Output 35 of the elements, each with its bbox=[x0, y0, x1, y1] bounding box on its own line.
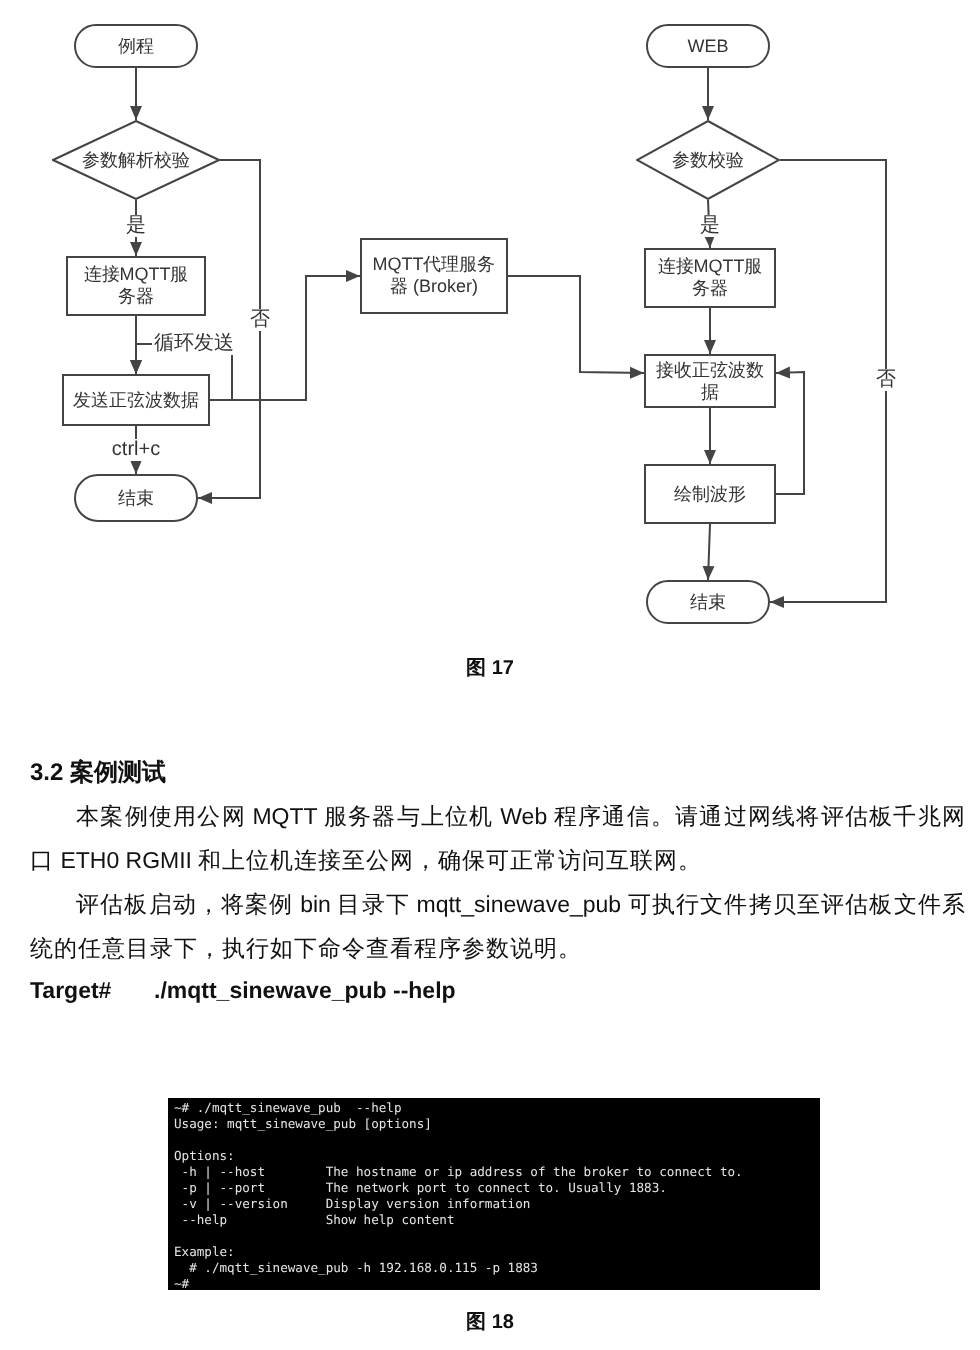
section-heading: 3.2 案例测试 bbox=[30, 756, 169, 788]
process-box: 连接MQTT服务器 bbox=[66, 256, 206, 316]
process-box: 绘制波形 bbox=[644, 464, 776, 524]
terminal-node: WEB bbox=[646, 24, 770, 68]
arrow bbox=[209, 270, 361, 401]
figure-caption: 图 18 bbox=[466, 1310, 514, 1338]
edge-label: 循环发送 bbox=[152, 333, 236, 355]
terminal-node: 结束 bbox=[646, 580, 770, 624]
prompt-label: Target# bbox=[30, 978, 114, 1008]
figure-caption: 图 17 bbox=[466, 656, 514, 684]
edge-label: ctrl+c bbox=[109, 439, 163, 461]
edge-label: 是 bbox=[698, 215, 722, 237]
arrow bbox=[197, 159, 261, 504]
process-box: MQTT代理服务器 (Broker) bbox=[360, 238, 508, 314]
arrow bbox=[775, 366, 805, 495]
arrow bbox=[769, 159, 887, 608]
process-box: 连接MQTT服务器 bbox=[644, 248, 776, 308]
arrow bbox=[704, 307, 716, 355]
paragraph: 评估板启动，将案例 bin 目录下 mqtt_sinewave_pub 可执行文件拷贝至评估板文件系统的任意目录下，执行如下命令查看程序参数说明。 bbox=[30, 890, 966, 966]
arrow bbox=[130, 67, 142, 121]
command-text: ./mqtt_sinewave_pub --help bbox=[154, 978, 456, 1008]
paragraph: 本案例使用公网 MQTT 服务器与上位机 Web 程序通信。请通过网线将评估板千兆网口 ETH0 RGMII 和上位机连接至公网，确保可正常访问互联网。 bbox=[30, 802, 966, 878]
terminal-node: 例程 bbox=[74, 24, 198, 68]
terminal-node: 结束 bbox=[74, 474, 198, 522]
process-box: 接收正弦波数据 bbox=[644, 354, 776, 408]
arrow bbox=[507, 275, 645, 379]
arrow bbox=[704, 407, 716, 465]
arrow bbox=[702, 67, 714, 121]
arrow bbox=[702, 523, 715, 581]
edge-label: 否 bbox=[874, 369, 898, 391]
edge-label: 否 bbox=[248, 309, 272, 331]
decision-diamond: 参数解析校验 bbox=[52, 120, 220, 200]
decision-diamond: 参数校验 bbox=[636, 120, 780, 200]
edge-label: 是 bbox=[124, 215, 148, 237]
process-box: 发送正弦波数据 bbox=[62, 374, 210, 426]
